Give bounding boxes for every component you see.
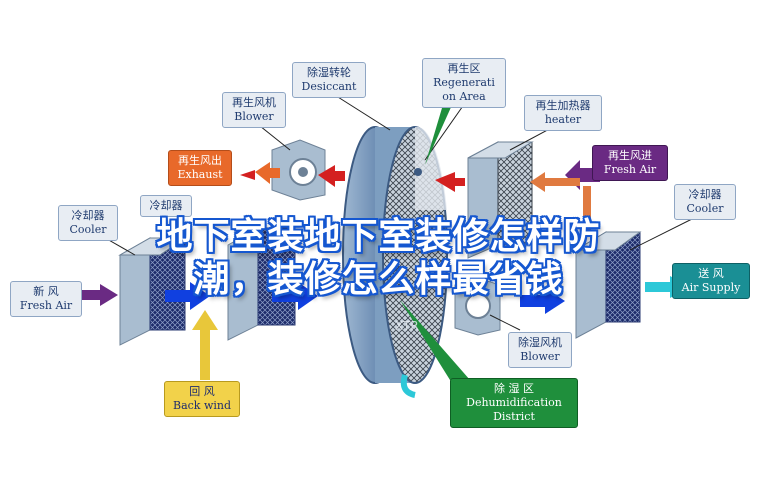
dehum-district-cn: 除 湿 区 [494,382,534,395]
fresh-air-en: Fresh Air [19,299,73,312]
fresh-air-label: 新 风 Fresh Air [10,281,82,317]
regen-heater-en: heater [544,113,582,126]
dehum-blower-cn: 除湿风机 [518,336,562,349]
overlay-title-line1: 地下室装地下室装修怎样防 [156,216,601,257]
dehum-blower-label: 除湿风机 Blower [508,332,572,368]
regen-blower-label: 再生风机 Blower [222,92,286,128]
desiccant-wheel-label: 除湿转轮 Desiccant [292,62,366,98]
regen-fresh-air-cn: 再生风进 [608,149,652,162]
regen-heater-cn: 再生加热器 [535,99,591,112]
dehum-district-en1: Dehumidification [466,396,562,409]
air-supply-label: 送 风 Air Supply [672,263,750,299]
dehum-blower-icon [454,277,501,336]
desiccant-wheel-cn: 除湿转轮 [307,66,351,79]
cooler-right-cn: 冷却器 [688,188,722,201]
regen-exhaust-cn: 再生风出 [178,154,222,167]
condensate-pipe [400,374,416,398]
regen-heater-label: 再生加热器 heater [524,95,602,131]
regen-area-pointer [425,105,452,165]
air-supply-en: Air Supply [681,281,741,294]
regeneration-area-label: 再生区 Regenerati on Area [422,58,506,108]
dehum-district-en2: District [493,410,535,423]
cooler-left-en: Cooler [69,223,107,236]
regen-blower-cn: 再生风机 [232,96,276,109]
callout-leaders [99,91,701,331]
regen-fresh-air-en: Fresh Air [603,163,657,176]
cooler-left-unit [118,237,187,346]
back-wind-cn: 回 风 [189,385,215,398]
cooler-right-label: 冷却器 Cooler [674,184,736,220]
desiccant-wheel-icon [342,126,448,384]
regen-blower-icon [271,139,326,201]
cooler-left-2-label: 冷却器 [140,195,192,217]
regeneration-area-cn: 再生区 [447,62,481,75]
regen-blower-en: Blower [234,110,274,123]
fresh-air-cn: 新 风 [33,285,59,298]
back-wind-label: 回 风 Back wind [164,381,240,417]
back-wind-en: Back wind [172,399,232,412]
regen-exhaust-en: Exhaust [177,168,223,181]
regen-airflow-arrows [240,160,600,236]
dehum-district-label: 除 湿 区 Dehumidification District [450,378,578,428]
cooler-right-unit [574,231,642,339]
overlay-title-line2: 潮，装修怎么样最省钱 [193,259,564,300]
regen-fresh-air-label: 再生风进 Fresh Air [592,145,668,181]
air-supply-cn: 送 风 [698,267,724,280]
regen-exhaust-label: 再生风出 Exhaust [168,150,232,186]
regeneration-area-en1: Regenerati [433,76,495,89]
regeneration-area-en2: on Area [442,90,486,103]
cooler-left-cn: 冷却器 [71,209,105,222]
watermark: XTR [395,319,419,333]
dehum-district-pointer [400,300,470,380]
dehum-blower-en: Blower [520,350,560,363]
desiccant-wheel-en: Desiccant [301,80,357,93]
cooler-left-2-cn: 冷却器 [149,199,183,212]
regen-heater-unit [467,141,534,259]
cooler-left-label: 冷却器 Cooler [58,205,118,241]
cooler-right-en: Cooler [686,202,724,215]
